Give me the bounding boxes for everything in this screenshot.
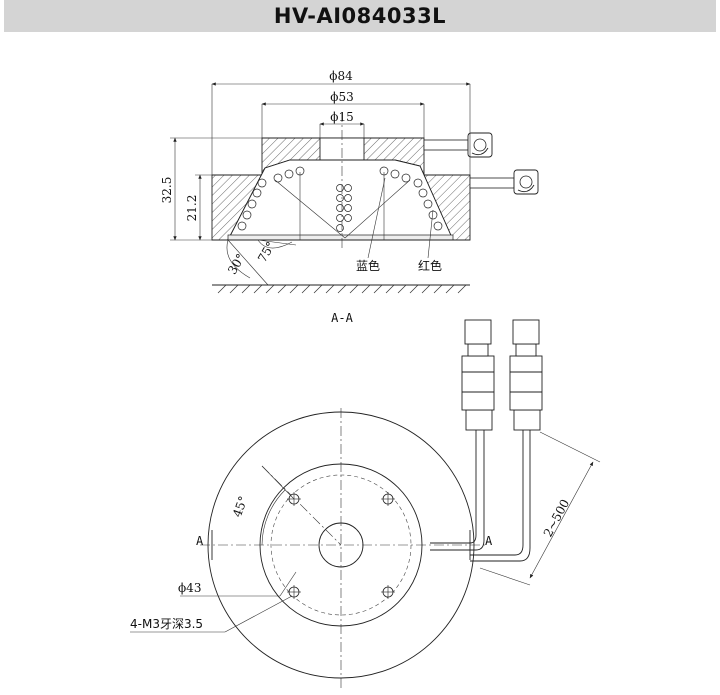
label-blue-led: 蓝色	[356, 259, 380, 273]
label-red-led: 红色	[418, 258, 442, 273]
dim-inner: ϕ15	[330, 110, 353, 124]
section-mark-right: A	[485, 534, 493, 548]
dim-hole-circle: ϕ43	[178, 581, 201, 595]
dim-outer: ϕ84	[329, 69, 353, 83]
plan-angle: 45°	[230, 494, 250, 519]
dim-height-body: 21.2	[185, 195, 199, 222]
dim-mid: ϕ53	[330, 90, 353, 104]
section-mark-left: A	[196, 534, 204, 548]
cable-length: 2~500	[541, 497, 572, 539]
led-row-left	[237, 166, 305, 231]
angle-high: 75°	[255, 239, 278, 264]
angle-low: 30°	[225, 251, 248, 276]
center-wires	[336, 184, 352, 232]
diffuser	[227, 234, 454, 241]
connector-left	[461, 319, 495, 431]
dim-height-total: 32.5	[160, 177, 174, 204]
drawing-title: HV-AI084033L	[273, 4, 447, 28]
led-row-right	[379, 166, 443, 231]
title-bar: HV-AI084033L	[4, 0, 716, 32]
cable-gland-upper	[423, 132, 493, 158]
section-view-label: A-A	[331, 311, 353, 325]
mounting-holes	[288, 493, 394, 598]
connector-right	[509, 319, 543, 431]
cable-gland-lower	[469, 169, 539, 195]
section-view: ϕ84 ϕ53 ϕ15 32.5 21.2 30° 75° 蓝	[160, 69, 539, 325]
thread-note: 4-M3牙深3.5	[130, 617, 203, 631]
plan-view: 45° A A 2~500	[130, 319, 601, 688]
